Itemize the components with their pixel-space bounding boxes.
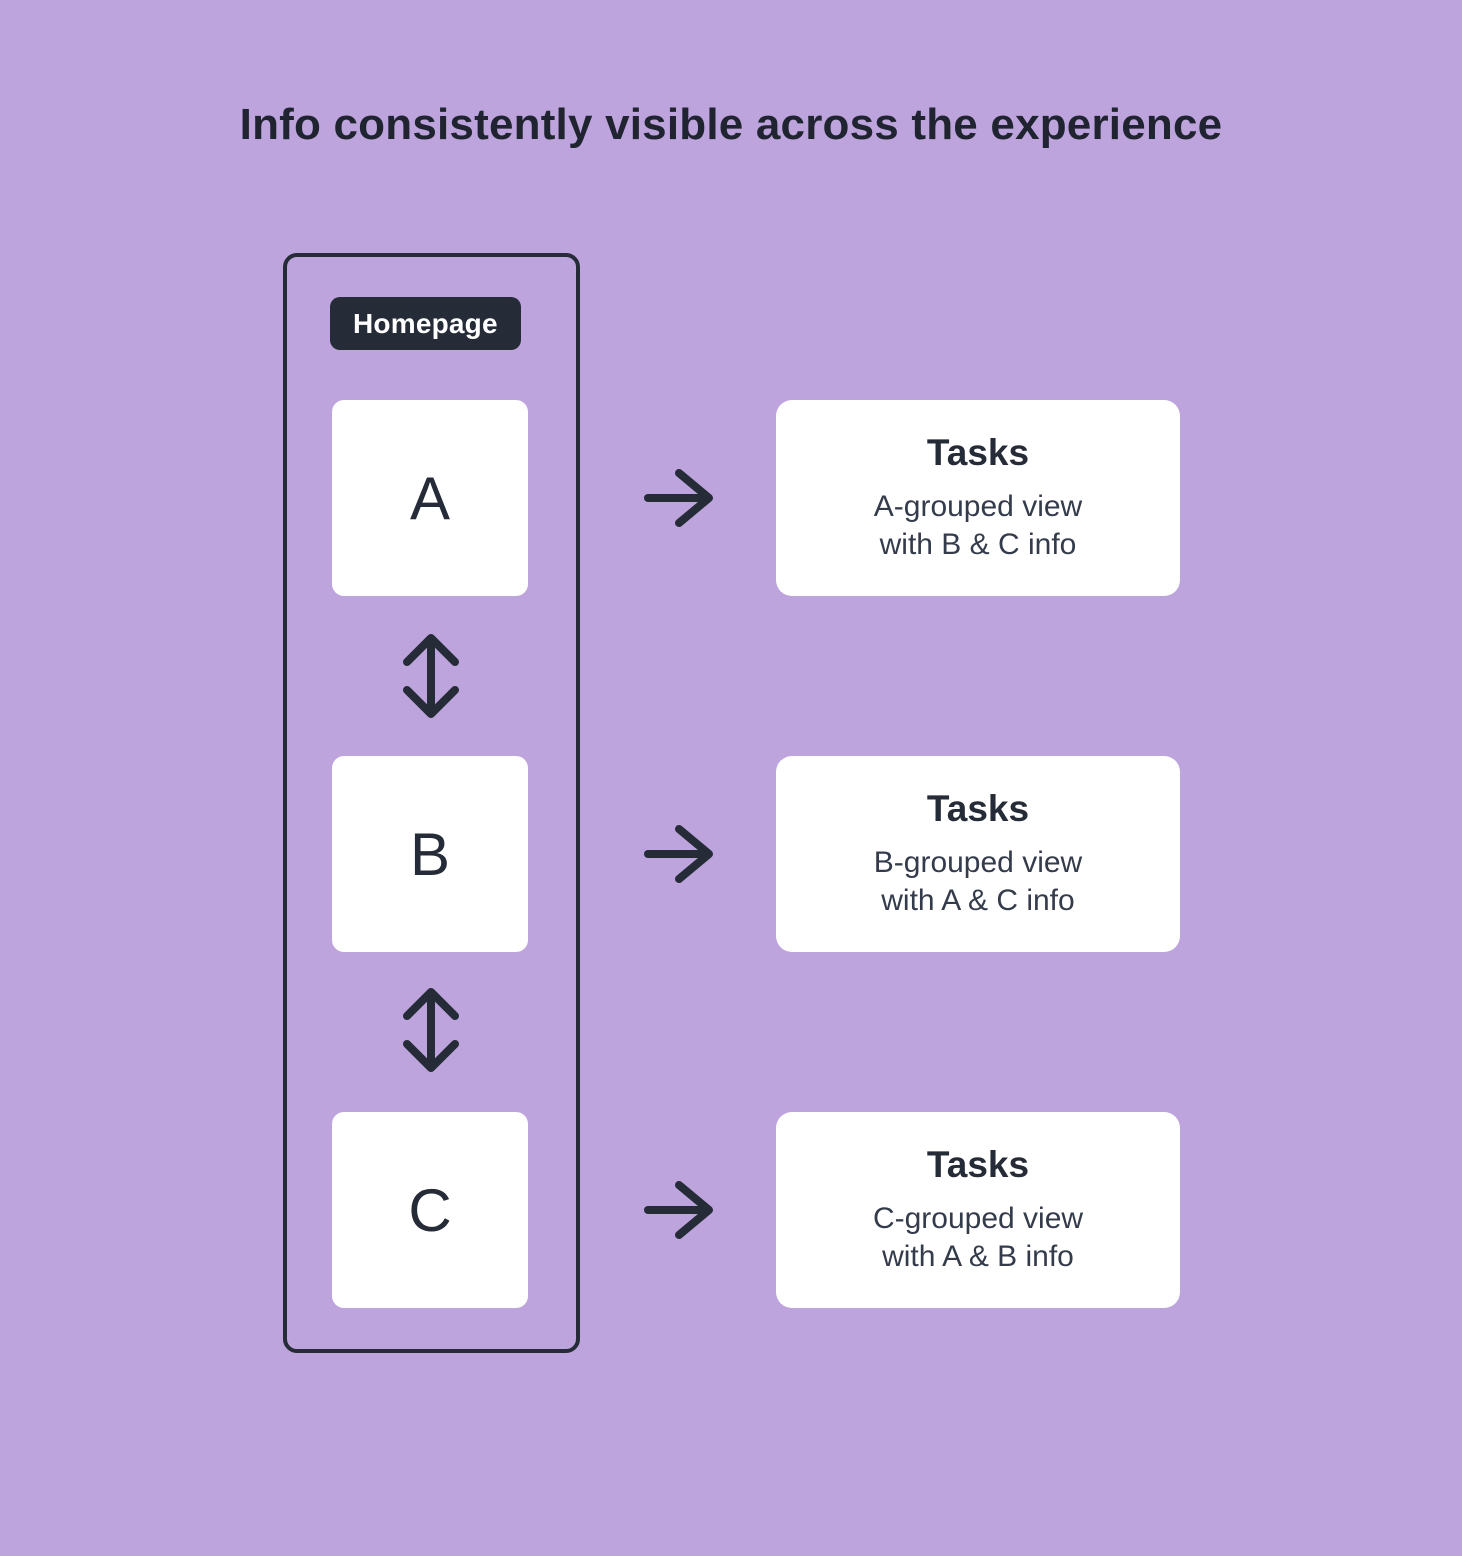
tasks-card-a: Tasks A-grouped view with B & C info	[776, 400, 1180, 596]
homepage-badge-label: Homepage	[353, 307, 498, 339]
section-label-a: A	[409, 464, 451, 532]
tasks-card-title: Tasks	[926, 788, 1030, 829]
vertical-double-arrow-icon	[400, 630, 462, 722]
homepage-badge: Homepage	[330, 297, 521, 350]
tasks-card-subtitle-line1: C-grouped view	[872, 1202, 1084, 1235]
tasks-card-subtitle-line1: B-grouped view	[873, 846, 1083, 879]
homepage-section-box-c: C	[332, 1112, 528, 1308]
homepage-frame	[283, 253, 580, 1353]
tasks-card-title: Tasks	[926, 1144, 1030, 1185]
tasks-card-subtitle-line2: with B & C info	[879, 528, 1077, 561]
tasks-card-b: Tasks B-grouped view with A & C info	[776, 756, 1180, 952]
diagram-title: Info consistently visible across the exp…	[239, 100, 1223, 149]
tasks-card-c: Tasks C-grouped view with A & B info	[776, 1112, 1180, 1308]
vertical-double-arrow-icon	[400, 984, 462, 1076]
tasks-card-subtitle-line1: A-grouped view	[873, 490, 1083, 523]
tasks-card-subtitle-line2: with A & C info	[881, 884, 1075, 917]
right-arrow-icon	[643, 468, 717, 528]
section-label-c: C	[408, 1176, 452, 1244]
section-label-b: B	[409, 820, 451, 888]
tasks-card-title: Tasks	[926, 432, 1030, 473]
homepage-section-box-a: A	[332, 400, 528, 596]
tasks-card-subtitle-line2: with A & B info	[882, 1240, 1074, 1273]
right-arrow-icon	[643, 824, 717, 884]
homepage-section-box-b: B	[332, 756, 528, 952]
right-arrow-icon	[643, 1180, 717, 1240]
